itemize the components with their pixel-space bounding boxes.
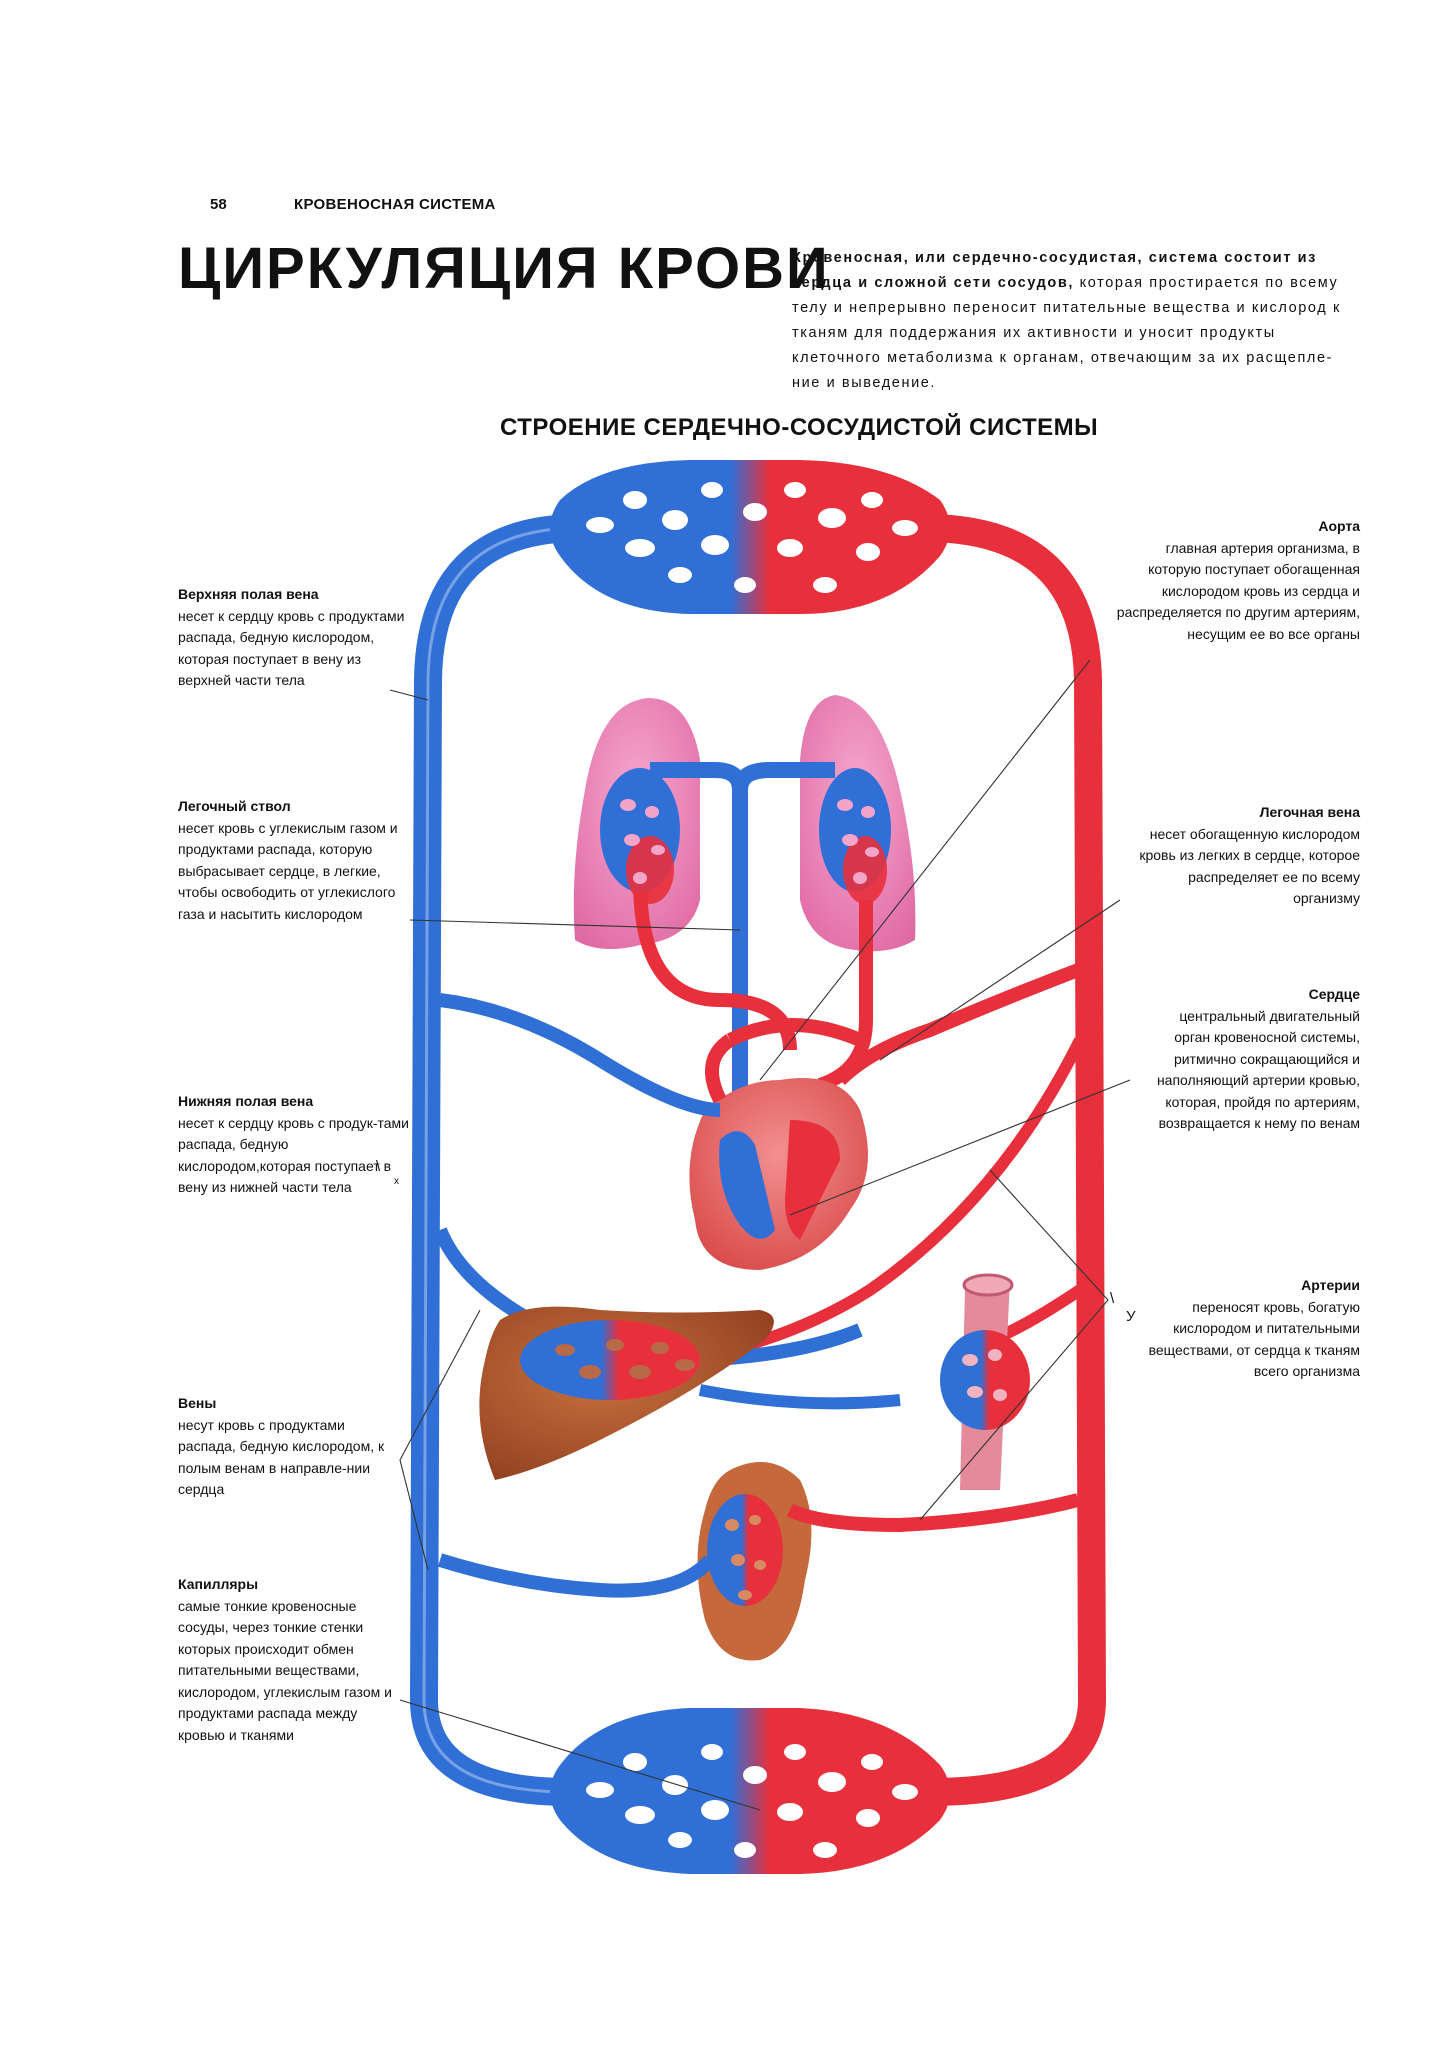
- label-title: Верхняя полая вена: [178, 586, 319, 602]
- label-title: Легочный ствол: [178, 798, 291, 814]
- label-text: несет обогащенную кислородом кровь из ле…: [1139, 825, 1360, 907]
- label-title: Легочная вена: [1259, 804, 1360, 820]
- label-title: Артерии: [1301, 1277, 1360, 1293]
- label-pulmonary-vein: Легочная вена несет обогащенную кислород…: [1130, 802, 1360, 910]
- page-title: ЦИРКУЛЯЦИЯ КРОВИ: [178, 236, 830, 301]
- intro-text: которая простирается по всему телу и неп…: [792, 275, 1341, 391]
- label-superior-vena-cava: Верхняя полая вена несет к сердцу кровь …: [178, 584, 408, 692]
- capillary-network-top: [550, 460, 950, 614]
- liver-capillaries: [520, 1320, 700, 1400]
- superior-vena-cava: [409, 514, 594, 1806]
- intestine: [940, 1273, 1030, 1490]
- label-aorta: Аорта главная артерия организма, в котор…: [1110, 516, 1360, 645]
- label-text: несут кровь с продуктами распада, бедную…: [178, 1416, 385, 1498]
- label-text: несет кровь с углекислым газом и продукт…: [178, 819, 398, 922]
- page-number: 58: [210, 196, 227, 213]
- label-pulmonary-trunk: Легочный ствол несет кровь с углекислым …: [178, 796, 403, 925]
- label-title: Вены: [178, 1395, 217, 1411]
- leader-lines: [389, 659, 1131, 1811]
- label-capillaries: Капилляры самые тонкие кровеносные сосуд…: [178, 1574, 403, 1746]
- label-heart: Сердце центральный двигательный орган кр…: [1140, 984, 1360, 1135]
- stray-mark: \: [1110, 1290, 1115, 1307]
- intro-bold: Кровеносная, или сердечно-сосудистая, си…: [792, 250, 1317, 291]
- label-text: главная артерия организма, в которую пос…: [1116, 539, 1360, 642]
- label-inferior-vena-cava: Нижняя полая вена несет к сердцу кровь с…: [178, 1091, 418, 1199]
- capillary-network-bottom: [550, 1708, 950, 1874]
- kidney-capillaries: [707, 1494, 783, 1606]
- lung-capillaries-right: [819, 768, 891, 904]
- aorta: [911, 514, 1107, 1806]
- stray-mark: У: [1126, 1308, 1136, 1325]
- label-arteries: Артерии переносят кровь, богатую кислоро…: [1130, 1275, 1360, 1383]
- stray-mark: x: [394, 1176, 399, 1187]
- intro-paragraph: Кровеносная, или сердечно-сосудистая, си…: [792, 246, 1352, 396]
- label-title: Нижняя полая вена: [178, 1093, 314, 1109]
- label-text: переносят кровь, богатую кислородом и пи…: [1148, 1298, 1360, 1380]
- label-veins: Вены несут кровь с продуктами распада, б…: [178, 1393, 403, 1501]
- label-text: самые тонкие кровеносные сосуды, через т…: [178, 1597, 392, 1743]
- diagram-subtitle: СТРОЕНИЕ СЕРДЕЧНО-СОСУДИСТОЙ СИСТЕМЫ: [500, 414, 1099, 441]
- label-text: несет к сердцу кровь с продук-тами распа…: [178, 1114, 409, 1196]
- label-text: несет к сердцу кровь с продуктами распад…: [178, 607, 405, 689]
- lung-capillaries-left: [600, 768, 680, 904]
- label-title: Капилляры: [178, 1576, 259, 1592]
- label-title: Аорта: [1318, 518, 1360, 534]
- section-title: КРОВЕНОСНАЯ СИСТЕМА: [294, 196, 496, 213]
- label-text: центральный двигательный орган кровеносн…: [1156, 1007, 1360, 1132]
- stray-mark: \: [376, 1158, 381, 1175]
- heart: [689, 1078, 868, 1270]
- label-title: Сердце: [1308, 986, 1360, 1002]
